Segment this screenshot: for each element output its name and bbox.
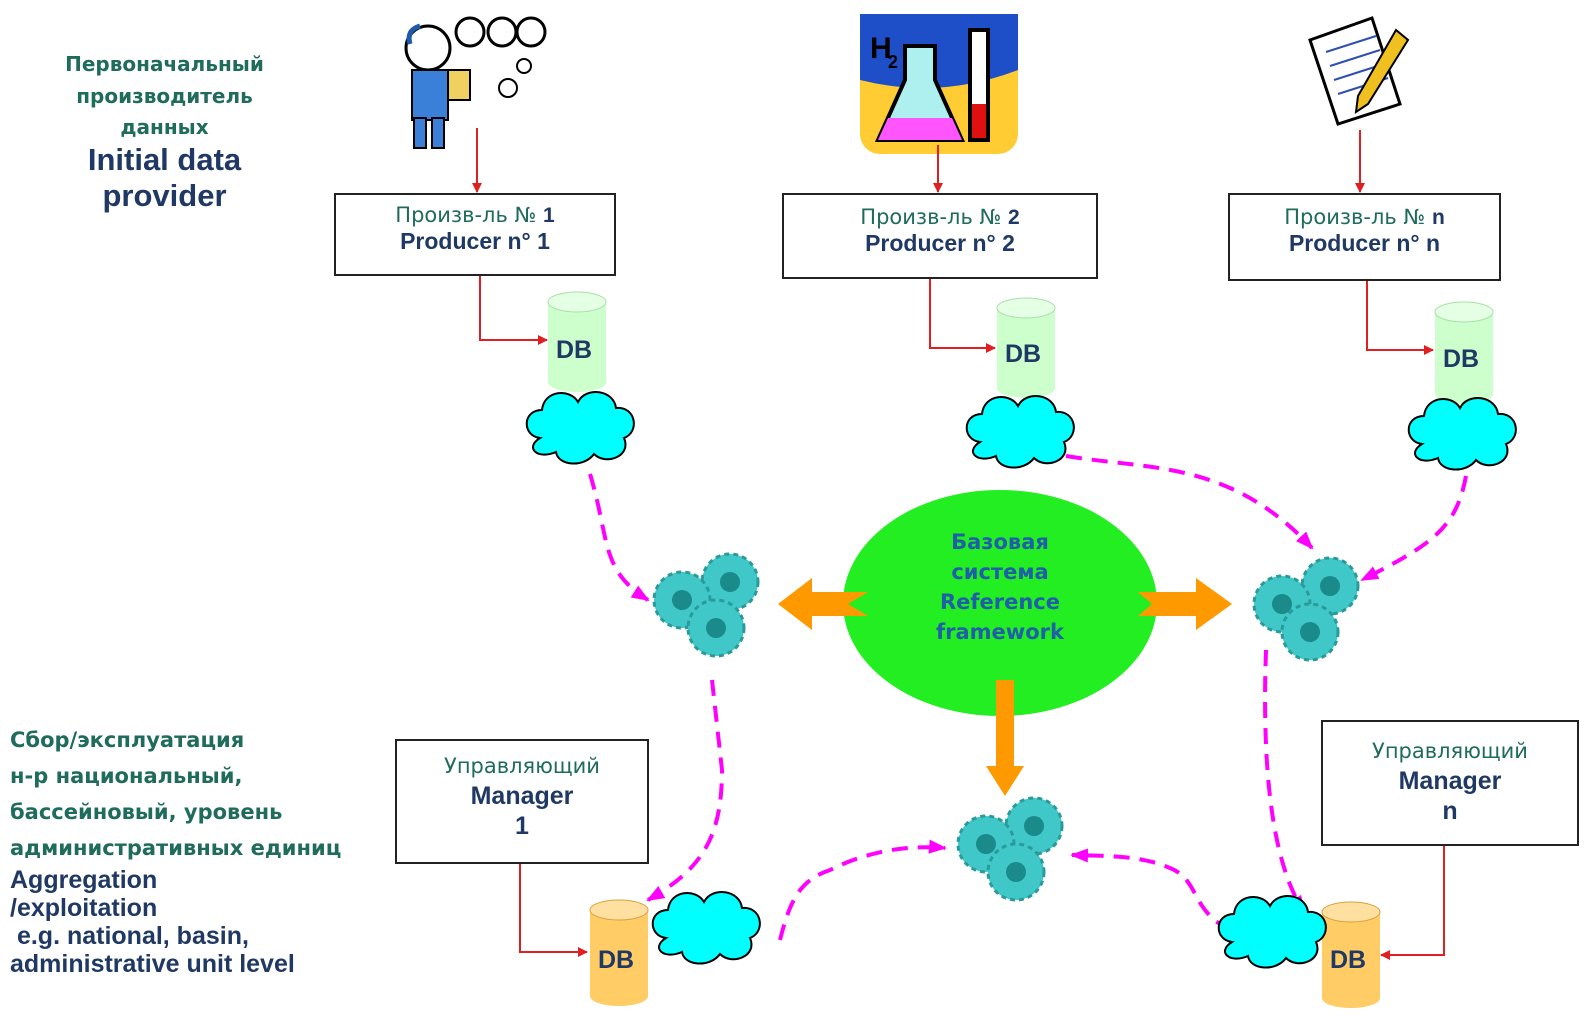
aggregation-label: Сбор/эксплуатация н-р национальный, басс… xyxy=(10,722,400,978)
reference-line1: Базовая xyxy=(951,530,1049,554)
producer-1-ru: Произв-ль № 1 xyxy=(336,203,614,228)
aggregation-ru-line2: н-р национальный, xyxy=(10,764,243,788)
manager-box-n: Управляющий Manager n xyxy=(1321,720,1579,846)
gear-icon-right xyxy=(1252,556,1360,662)
manager1-to-db-arrow xyxy=(519,864,588,957)
producer-2-en: Producer n° 2 xyxy=(865,230,1015,256)
producer-box-2: Произв-ль № 2 Producer n° 2 xyxy=(782,193,1098,279)
producer3-to-db-arrow xyxy=(1366,281,1434,355)
technician-icon xyxy=(404,16,547,149)
producer1-to-db-arrow xyxy=(479,276,548,345)
cloud-icon-bottom-1 xyxy=(651,890,761,965)
provider-ru-line2: производитель xyxy=(76,84,253,108)
orange-arrow-left xyxy=(778,578,868,630)
provider-en-line1: Initial data xyxy=(87,142,242,177)
gear3-to-db-bottom2-dashed xyxy=(1263,649,1306,914)
producer-n-ru: Произв-ль № n xyxy=(1230,205,1499,230)
producer-n-en: Producer n° n xyxy=(1288,230,1441,256)
reference-line3: Reference xyxy=(939,590,1061,614)
cloud-icon-bottom-2 xyxy=(1217,894,1327,969)
gear-icon-left xyxy=(652,552,760,658)
managern-to-db-arrow xyxy=(1380,846,1445,960)
producer-box-1: Произв-ль № 1 Producer n° 1 xyxy=(334,193,616,276)
db-cylinder-top-3 xyxy=(1434,301,1494,404)
producer-1-ru-prefix: Произв-ль № xyxy=(395,203,544,227)
producer-2-ru-prefix: Произв-ль № xyxy=(860,205,1009,229)
reference-framework-ellipse xyxy=(843,490,1157,716)
producer-1-ru-num: 1 xyxy=(543,204,555,227)
orange-arrow-down xyxy=(986,680,1024,796)
aggregation-en-line2: /exploitation xyxy=(10,894,158,922)
reference-framework-label: Базовая система Reference framework xyxy=(900,527,1100,647)
cloud2-to-gear3-dashed xyxy=(1065,454,1314,550)
manager-1-en-line2: 1 xyxy=(515,812,529,840)
gear1-to-db-bottom1-dashed xyxy=(646,679,725,902)
aggregation-ru-line1: Сбор/эксплуатация xyxy=(10,728,245,752)
db-label-bottom-2: DB xyxy=(1330,946,1367,974)
db-label-top-1: DB xyxy=(556,336,593,364)
notepad-pen-icon xyxy=(1308,16,1410,126)
manager-n-ru: Управляющий xyxy=(1372,739,1528,763)
aggregation-ru-line3: бассейновый, уровень xyxy=(10,800,283,824)
provider-ru-line1: Первоначальный xyxy=(65,52,264,76)
manager-n-en-line1: Manager xyxy=(1398,767,1502,795)
svg-text:H: H xyxy=(870,32,892,65)
manager-n-en-line2: n xyxy=(1442,797,1458,825)
cloud-bottom2-to-gear2-dashed xyxy=(1070,848,1231,932)
producer-n-ru-prefix: Произв-ль № xyxy=(1284,205,1432,229)
aggregation-en-line4: administrative unit level xyxy=(10,950,295,978)
provider-ru-line3: данных xyxy=(120,115,209,139)
cloud-bottom1-to-gear2-dashed xyxy=(778,839,947,941)
aggregation-ru-line4: административных единиц xyxy=(10,836,342,860)
db-label-top-2: DB xyxy=(1005,340,1042,368)
producer-2-ru-num: 2 xyxy=(1008,206,1020,229)
producer2-to-db-arrow xyxy=(929,279,996,353)
manager-box-1: Управляющий Manager 1 xyxy=(395,739,649,864)
producer-2-ru: Произв-ль № 2 xyxy=(784,205,1096,230)
db-cylinder-top-1 xyxy=(547,291,607,392)
reference-line2: система xyxy=(951,560,1049,584)
db-cylinder-bottom-1 xyxy=(589,899,649,1006)
cloud3-to-gear3-dashed xyxy=(1360,475,1468,582)
producer-n-ru-num: n xyxy=(1431,206,1445,229)
cloud-icon-top-3 xyxy=(1407,396,1517,471)
cloud-icon-top-2 xyxy=(965,394,1075,469)
provider-en-line2: provider xyxy=(102,178,227,213)
db-label-bottom-1: DB xyxy=(598,946,635,974)
producer-1-en: Producer n° 1 xyxy=(400,228,550,254)
initial-provider-label: Первоначальный производитель данных Init… xyxy=(52,48,277,214)
aggregation-en-line3: e.g. national, basin, xyxy=(10,922,249,950)
cloud-icon-top-1 xyxy=(525,390,635,465)
manager-1-en-line1: Manager xyxy=(470,782,574,810)
svg-text:2: 2 xyxy=(888,52,898,72)
db-label-top-3: DB xyxy=(1443,345,1480,373)
cloud1-to-gear1-dashed xyxy=(588,473,650,602)
producer-box-n: Произв-ль № n Producer n° n xyxy=(1228,193,1501,281)
aggregation-en-line1: Aggregation xyxy=(10,866,158,894)
gear-icon-bottom xyxy=(956,796,1064,902)
laboratory-icon: H 2 xyxy=(860,14,1018,154)
db-cylinder-top-2 xyxy=(996,297,1056,398)
orange-arrow-right xyxy=(1138,578,1232,630)
db-cylinder-bottom-2 xyxy=(1321,901,1381,1008)
reference-line4: framework xyxy=(936,620,1064,644)
manager-1-ru: Управляющий xyxy=(444,754,600,778)
